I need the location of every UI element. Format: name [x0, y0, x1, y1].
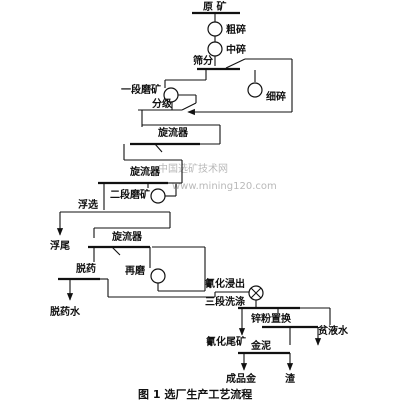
node-medium-crush: 中碎 [226, 43, 246, 56]
fine-crusher-node [247, 82, 263, 98]
cyclone-1-underflow [154, 143, 163, 153]
node-flotation: 浮选 [78, 198, 98, 211]
flow-line [181, 102, 197, 111]
leach-tank-node [248, 285, 264, 301]
watermark-cn: 中国选矿技术网 [158, 162, 228, 175]
node-cyclone-3: 旋流器 [111, 230, 143, 243]
node-screening: 筛分 [193, 54, 213, 67]
node-deagent-water: 脱药水 [50, 305, 81, 318]
node-raw-ore: 原 矿 [203, 0, 226, 13]
node-slag: 渣 [285, 372, 296, 385]
node-coarse-crush: 粗碎 [226, 23, 246, 36]
node-deagent: 脱药 [76, 262, 96, 275]
node-mill-2: 二段磨矿 [110, 188, 150, 201]
cyclone-3-underflow [111, 246, 121, 256]
node-three-wash: 三段洗涤 [205, 295, 245, 308]
node-cyclone-1: 旋流器 [157, 126, 189, 139]
node-classify: 分级 [152, 97, 173, 110]
node-cyanide-leach: 氰化浸出 [205, 277, 245, 290]
node-fine-crush: 细碎 [266, 90, 286, 103]
node-gold-mud: 金泥 [250, 339, 271, 352]
node-mill-1: 一段磨矿 [121, 83, 161, 96]
watermark-url: www.mining120.com [172, 181, 277, 192]
medium-crusher-node [207, 41, 223, 57]
node-regrind: 再磨 [125, 264, 146, 277]
mill-2-node [150, 188, 166, 204]
node-zinc-replace: 锌粉置换 [251, 312, 292, 325]
node-lean-solution: 贫液水 [318, 324, 349, 337]
screen-oversize-line [225, 58, 246, 69]
regrind-node [150, 268, 166, 284]
node-cyanide-tail: 氰化尾矿 [206, 335, 246, 348]
node-flot-tail: 浮尾 [50, 239, 70, 252]
node-product-gold: 成品金 [226, 372, 257, 385]
figure-caption: 图 1 选厂生产工艺流程 [138, 387, 252, 400]
coarse-crusher-node [207, 21, 223, 37]
node-cyclone-2: 旋流器 [129, 165, 161, 178]
